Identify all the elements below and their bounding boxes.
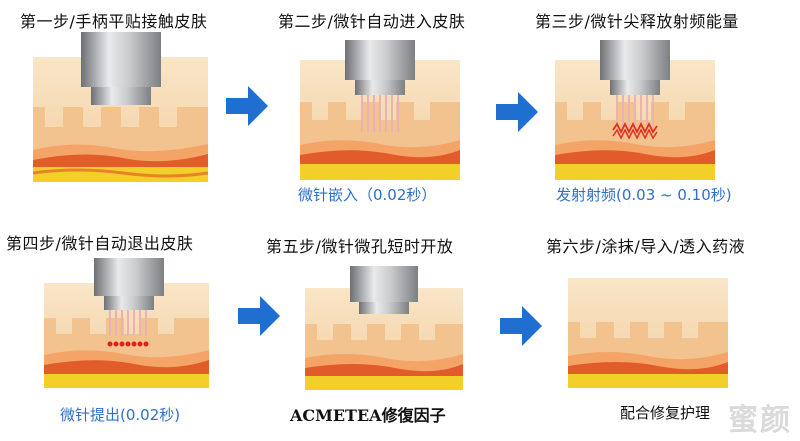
step-6-caption: 配合修复护理 — [620, 404, 711, 422]
step-4-illustration — [44, 258, 209, 388]
arrow-right-icon — [500, 306, 542, 350]
step-5-caption: ACMETEA修復因子 — [290, 406, 446, 425]
step-6-title: 第六步/涂抹/导入/透入药液 — [546, 237, 746, 256]
step-5-title: 第五步/微针微孔短时开放 — [266, 237, 454, 256]
step-2-illustration — [300, 40, 460, 180]
step-1-title: 第一步/手柄平贴接触皮肤 — [20, 12, 208, 31]
step-3-title: 第三步/微针尖释放射频能量 — [535, 12, 739, 31]
watermark: 蜜颜 — [728, 403, 792, 438]
step-2-caption: 微针嵌入（0.02秒） — [298, 186, 437, 204]
step-3-caption: 发射射频(0.03 ~ 0.10秒) — [556, 186, 732, 204]
arrow-right-icon — [226, 86, 268, 130]
step-4-title: 第四步/微针自动退出皮肤 — [6, 234, 194, 253]
arrow-right-icon — [238, 296, 280, 340]
arrow-right-icon — [496, 92, 538, 136]
step-1-illustration — [33, 32, 208, 182]
step-5-illustration — [305, 266, 463, 390]
step-6-illustration — [568, 278, 728, 388]
step-3-illustration — [555, 40, 715, 180]
step-2-title: 第二步/微针自动进入皮肤 — [278, 12, 466, 31]
step-4-caption: 微针提出(0.02秒) — [60, 406, 181, 424]
